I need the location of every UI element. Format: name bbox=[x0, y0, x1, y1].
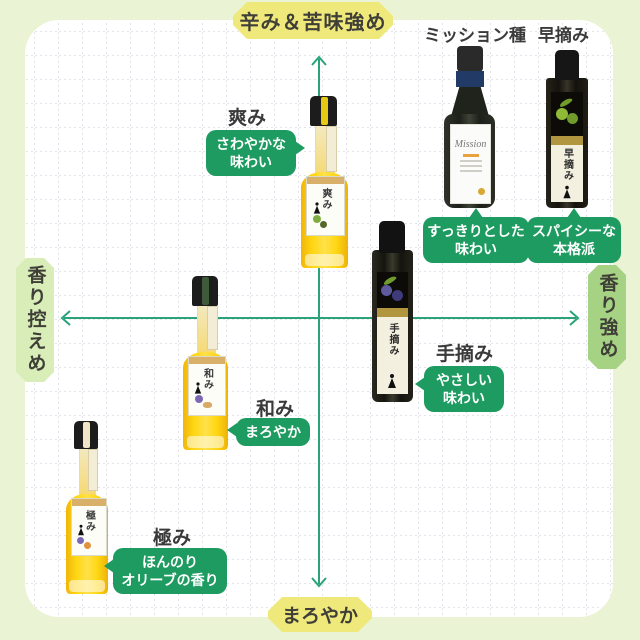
bottle-label-text: 早摘み bbox=[561, 148, 573, 181]
product-name-hayazumi: 早摘み bbox=[538, 26, 589, 45]
arrow-left-icon bbox=[60, 310, 71, 326]
product-name-mission: ミッション種 bbox=[424, 26, 526, 45]
product-name-nagomi: 和み bbox=[256, 399, 295, 420]
bottle-label-text: 手摘み bbox=[387, 323, 398, 356]
fine-print-line bbox=[459, 165, 482, 167]
gold-band bbox=[377, 308, 408, 317]
bottle-label: 手摘み bbox=[377, 272, 408, 394]
olive-illustration bbox=[77, 537, 84, 544]
olive-dot bbox=[381, 285, 392, 296]
olive-dot bbox=[392, 290, 403, 301]
bubble-line: やさしい bbox=[436, 372, 492, 388]
olive-dot bbox=[567, 113, 578, 124]
flower-illustration bbox=[195, 395, 203, 403]
bottle-label-text: 極み bbox=[83, 510, 95, 532]
bottle-label-text: 和み bbox=[201, 368, 213, 390]
lady-silhouette bbox=[194, 382, 202, 394]
cap-stripe bbox=[202, 277, 209, 305]
bottle-label: 早摘み bbox=[551, 92, 583, 202]
bubble-nagomi: まろやか bbox=[227, 418, 310, 447]
bread-illustration bbox=[203, 402, 212, 408]
bubble-tezumi: やさしい 味わい bbox=[415, 366, 504, 413]
bubble-line: 味わい bbox=[230, 154, 272, 171]
navy-band bbox=[456, 71, 484, 87]
label-panel: 手摘み bbox=[377, 317, 408, 394]
product-name-tezumi: 手摘み bbox=[436, 344, 494, 365]
bottle-label: 爽み bbox=[306, 176, 345, 236]
bottle-label-text: Mission bbox=[454, 139, 487, 150]
bottle-label: 和み bbox=[188, 356, 226, 416]
olive-illustration bbox=[320, 221, 327, 228]
bottle-label: Mission bbox=[450, 124, 491, 204]
glass-foot bbox=[304, 254, 345, 266]
product-name-sawami: 爽み bbox=[228, 108, 267, 129]
fine-print-line bbox=[459, 170, 482, 172]
cap-stripe bbox=[320, 97, 328, 125]
bubble-line: さわやかな bbox=[216, 136, 286, 152]
olive-illustration bbox=[551, 92, 583, 136]
label-band bbox=[189, 357, 225, 364]
lady-silhouette bbox=[387, 374, 397, 388]
glass-foot bbox=[69, 580, 105, 592]
gold-seal-icon bbox=[478, 188, 485, 195]
axis-label-top: 辛み＆苦味強め bbox=[233, 2, 393, 39]
olive-dot bbox=[556, 108, 568, 120]
fine-print-line bbox=[459, 160, 482, 162]
bottle-cap bbox=[74, 421, 98, 449]
cap-stripe bbox=[83, 422, 90, 448]
arrow-right-icon bbox=[569, 310, 580, 326]
glass-foot bbox=[186, 436, 225, 448]
gold-band bbox=[551, 136, 583, 145]
bubble-line: まろやか bbox=[245, 424, 301, 440]
bottle-cap bbox=[457, 46, 483, 72]
olive-illustration bbox=[377, 272, 408, 308]
bottle-cap bbox=[310, 96, 337, 126]
neck-tag bbox=[326, 126, 337, 172]
lady-silhouette bbox=[313, 202, 321, 214]
bubble-sawami: さわやかな 味わい bbox=[206, 130, 305, 177]
bubble-line: 味わい bbox=[455, 241, 497, 258]
label-panel: 早摘み bbox=[551, 145, 583, 202]
bubble-line: ほんのり bbox=[142, 554, 198, 570]
label-band bbox=[72, 499, 106, 506]
bubble-kiwami: ほんのり オリーブの香り bbox=[104, 548, 227, 595]
bottle-cap bbox=[555, 50, 579, 80]
label-band bbox=[307, 177, 344, 184]
arrow-up-icon bbox=[311, 55, 327, 66]
bubble-line: 本格派 bbox=[553, 241, 595, 258]
bubble-line: 味わい bbox=[443, 390, 485, 407]
neck-tag bbox=[88, 449, 98, 491]
bottle-label: 極み bbox=[71, 498, 107, 556]
leaf-icon bbox=[558, 96, 574, 109]
axis-label-bottom: まろやか bbox=[268, 597, 372, 632]
neck-tag bbox=[207, 306, 218, 350]
bubble-line: スパイシーな bbox=[532, 223, 616, 239]
axis-label-left: 香り控えめ bbox=[16, 258, 54, 382]
bubble-line: すっきりとした bbox=[427, 223, 525, 239]
arrow-down-icon bbox=[311, 577, 327, 588]
product-name-kiwami: 極み bbox=[153, 528, 192, 549]
bottle-cap bbox=[192, 276, 218, 306]
axis-label-right: 香り強め bbox=[588, 265, 626, 369]
bubble-hayazumi: スパイシーな 本格派 bbox=[527, 207, 621, 264]
bubble-mission: すっきりとした 味わい bbox=[423, 207, 529, 264]
orange-text-line bbox=[462, 154, 479, 157]
olive-illustration bbox=[313, 215, 321, 223]
olive-illustration bbox=[84, 542, 91, 549]
bottle-label-text: 爽み bbox=[320, 188, 331, 210]
lady-silhouette bbox=[563, 185, 572, 199]
bottle-cap bbox=[379, 221, 405, 253]
lady-silhouette bbox=[77, 524, 85, 536]
bubble-line: オリーブの香り bbox=[121, 572, 219, 589]
